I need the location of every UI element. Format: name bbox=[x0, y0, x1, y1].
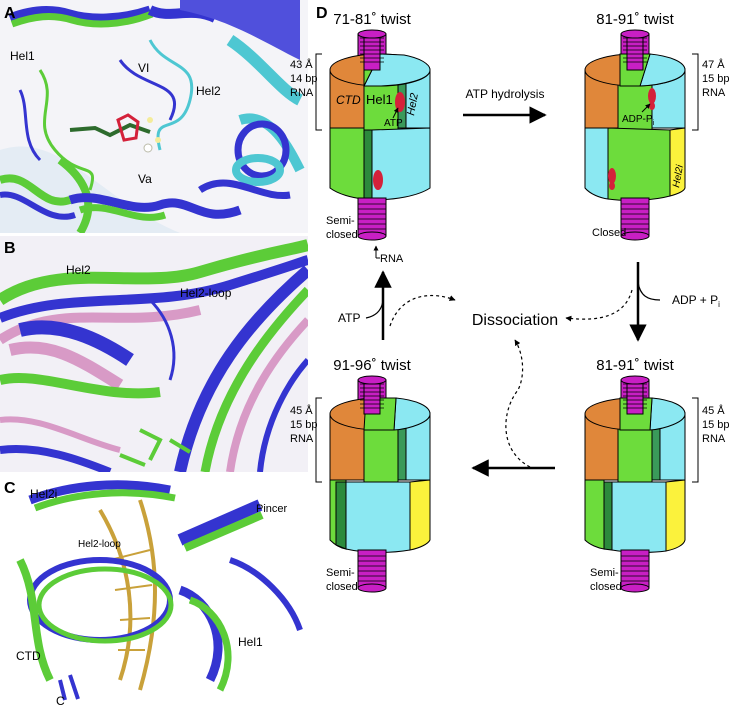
cycle-arrows: ATP hydrolysis ADP + Pi ATP Dissociation bbox=[338, 87, 720, 477]
panel-d-letter: D bbox=[316, 5, 328, 22]
state-top-left-title: 71-81˚ twist bbox=[333, 11, 411, 28]
panel-b-letter: B bbox=[4, 240, 16, 257]
dim-top-right-3: RNA bbox=[702, 87, 726, 99]
domain-hel2i-label: Hel2i bbox=[671, 163, 686, 188]
adp-pi-label: ADP-Pi bbox=[622, 114, 655, 127]
label-hel2i-c: Hel2i bbox=[30, 487, 57, 501]
panel-a-structure bbox=[0, 0, 308, 233]
domain-hel2-label: Hel2 bbox=[405, 92, 421, 116]
panel-c-structure bbox=[0, 475, 308, 709]
dim-bottom-left-1: 45 Å bbox=[290, 404, 313, 417]
dim-top-right-2: 15 bp bbox=[702, 73, 730, 85]
arrow-atp-branch bbox=[365, 299, 384, 319]
dim-bottom-right-3: RNA bbox=[702, 433, 726, 445]
dim-bottom-right-1: 45 Å bbox=[702, 404, 725, 417]
label-hel2-a: Hel2 bbox=[196, 84, 221, 98]
label-hel1-a: Hel1 bbox=[10, 49, 35, 63]
label-vi: VI bbox=[138, 61, 149, 75]
panel-d: D 71-81˚ twist CTD Hel1 H bbox=[290, 5, 730, 593]
label-ctd-c: CTD bbox=[16, 649, 41, 663]
domain-ctd-label: CTD bbox=[336, 93, 361, 107]
state-bottom-left-title: 91-96˚ twist bbox=[333, 357, 411, 374]
dim-top-left-3: RNA bbox=[290, 87, 314, 99]
panel-c: C Hel2i Pincer Hel2-loop CTD Hel1 C bbox=[0, 475, 308, 709]
label-hel1-c: Hel1 bbox=[238, 635, 263, 649]
conf-bottom-left-1: Semi- bbox=[326, 567, 355, 579]
conf-top-left-2: closed bbox=[326, 229, 358, 241]
dim-top-left-1: 43 Å bbox=[290, 58, 313, 71]
dissociation-label: Dissociation bbox=[472, 312, 558, 329]
label-pincer: Pincer bbox=[256, 503, 288, 515]
dim-bottom-left-3: RNA bbox=[290, 433, 314, 445]
panel-b-structure bbox=[0, 236, 308, 472]
state-bottom-right-title: 81-91˚ twist bbox=[596, 357, 674, 374]
conf-top-left-1: Semi- bbox=[326, 215, 355, 227]
state-top-right-title: 81-91˚ twist bbox=[596, 11, 674, 28]
dim-top-right-1: 47 Å bbox=[702, 58, 725, 71]
arrow-dissociation-from-right bbox=[565, 289, 633, 322]
label-hel2-loop-c: Hel2-loop bbox=[78, 539, 121, 550]
panel-b: B Hel2 Hel2-loop bbox=[0, 236, 308, 472]
panel-a-letter: A bbox=[4, 5, 16, 22]
dim-top-left-2: 14 bp bbox=[290, 73, 318, 85]
dim-bottom-left-2: 15 bp bbox=[290, 419, 318, 431]
label-hel2-b: Hel2 bbox=[66, 263, 91, 277]
label-c-terminus: C bbox=[56, 694, 65, 708]
state-top-left: 71-81˚ twist CTD Hel1 Hel2 ATP bbox=[290, 11, 431, 265]
state-top-right: 81-91˚ twist ADP-Pi Hel2i 47 bbox=[584, 11, 730, 241]
state-bottom-right: 81-91˚ twist 45 Å 15 bp RNA Semi- clo bbox=[584, 357, 730, 593]
arrow-hydrolysis-label: ATP hydrolysis bbox=[466, 87, 545, 101]
atp-binding-label: ATP bbox=[338, 311, 360, 325]
conf-bottom-right-1: Semi- bbox=[590, 567, 619, 579]
panel-a: A Hel1 VI Hel2 Va bbox=[0, 0, 308, 233]
arrow-dissociation-from-left bbox=[389, 294, 456, 327]
label-va: Va bbox=[138, 172, 152, 186]
conf-bottom-left-2: closed bbox=[326, 581, 358, 593]
adp-release-label: ADP + Pi bbox=[672, 293, 720, 309]
arrow-adp-branch bbox=[637, 281, 661, 301]
arrow-dissociation-from-bottom bbox=[505, 339, 531, 468]
atp-label-top-left: ATP bbox=[384, 118, 403, 129]
conf-top-right: Closed bbox=[592, 227, 626, 239]
conf-bottom-right-2: closed bbox=[590, 581, 622, 593]
dim-bottom-right-2: 15 bp bbox=[702, 419, 730, 431]
state-bottom-left: 91-96˚ twist 45 Å 15 bp RNA Semi- clo bbox=[290, 357, 431, 593]
domain-hel1-label: Hel1 bbox=[366, 92, 393, 107]
rna-pointer: RNA bbox=[380, 253, 404, 265]
panel-c-letter: C bbox=[4, 480, 16, 497]
label-hel2-loop-b: Hel2-loop bbox=[180, 286, 232, 300]
